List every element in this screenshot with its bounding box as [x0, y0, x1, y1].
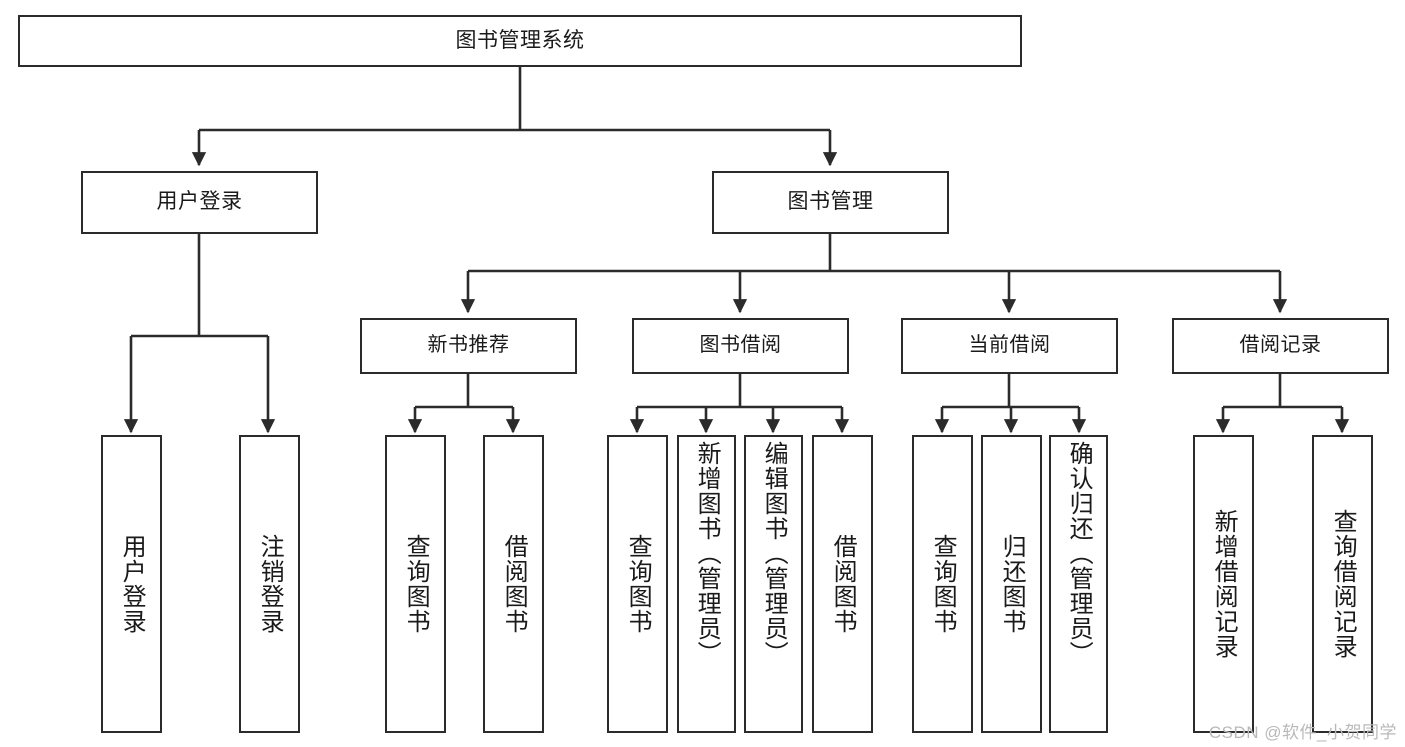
- node-leaf-edit-book[interactable]: 编辑图书（管理员）: [744, 435, 803, 733]
- node-leaf-query-book-3[interactable]: 查询图书: [912, 435, 973, 733]
- node-current-borrow[interactable]: 当前借阅: [901, 318, 1118, 374]
- node-label: 归还图书: [998, 534, 1026, 634]
- node-label: 查询借阅记录: [1329, 509, 1357, 659]
- node-label: 图书借阅: [699, 334, 782, 357]
- node-book-management[interactable]: 图书管理: [712, 171, 949, 234]
- node-book-borrow[interactable]: 图书借阅: [632, 318, 849, 374]
- node-leaf-add-record[interactable]: 新增借阅记录: [1193, 435, 1254, 733]
- node-label: 用户登录: [156, 190, 243, 214]
- node-label: 查询图书: [929, 534, 957, 634]
- node-label: 图书管理系统: [455, 28, 585, 52]
- node-leaf-add-book[interactable]: 新增图书（管理员）: [677, 435, 736, 733]
- node-root-system[interactable]: 图书管理系统: [18, 15, 1022, 67]
- node-leaf-query-record[interactable]: 查询借阅记录: [1312, 435, 1373, 733]
- node-leaf-logout-login[interactable]: 注销登录: [239, 435, 300, 733]
- csdn-watermark: CSDN @软件_小贺同学: [1208, 723, 1397, 742]
- node-borrow-record[interactable]: 借阅记录: [1172, 318, 1389, 374]
- node-user-login[interactable]: 用户登录: [81, 171, 318, 234]
- node-label: 确认归还（管理员）: [1065, 441, 1093, 666]
- node-label: 图书管理: [787, 190, 874, 214]
- node-label: 编辑图书（管理员）: [760, 441, 788, 666]
- node-label: 借阅图书: [500, 534, 528, 634]
- node-leaf-return-book[interactable]: 归还图书: [981, 435, 1042, 733]
- node-leaf-borrow-book-2[interactable]: 借阅图书: [812, 435, 873, 733]
- node-label: 借阅图书: [829, 534, 857, 634]
- node-label: 当前借阅: [968, 334, 1051, 357]
- node-label: 用户登录: [118, 534, 146, 634]
- node-leaf-confirm-return[interactable]: 确认归还（管理员）: [1049, 435, 1108, 733]
- node-label: 查询图书: [624, 534, 652, 634]
- node-label: 借阅记录: [1239, 334, 1322, 357]
- node-leaf-query-book-1[interactable]: 查询图书: [385, 435, 446, 733]
- node-label: 注销登录: [256, 534, 284, 634]
- node-label: 新增借阅记录: [1210, 509, 1238, 659]
- node-leaf-borrow-book-1[interactable]: 借阅图书: [483, 435, 544, 733]
- node-leaf-query-book-2[interactable]: 查询图书: [607, 435, 668, 733]
- node-label: 查询图书: [402, 534, 430, 634]
- node-label: 新书推荐: [427, 334, 510, 357]
- node-label: 新增图书（管理员）: [693, 441, 721, 666]
- node-leaf-user-login[interactable]: 用户登录: [101, 435, 162, 733]
- node-new-book-recommend[interactable]: 新书推荐: [360, 318, 577, 374]
